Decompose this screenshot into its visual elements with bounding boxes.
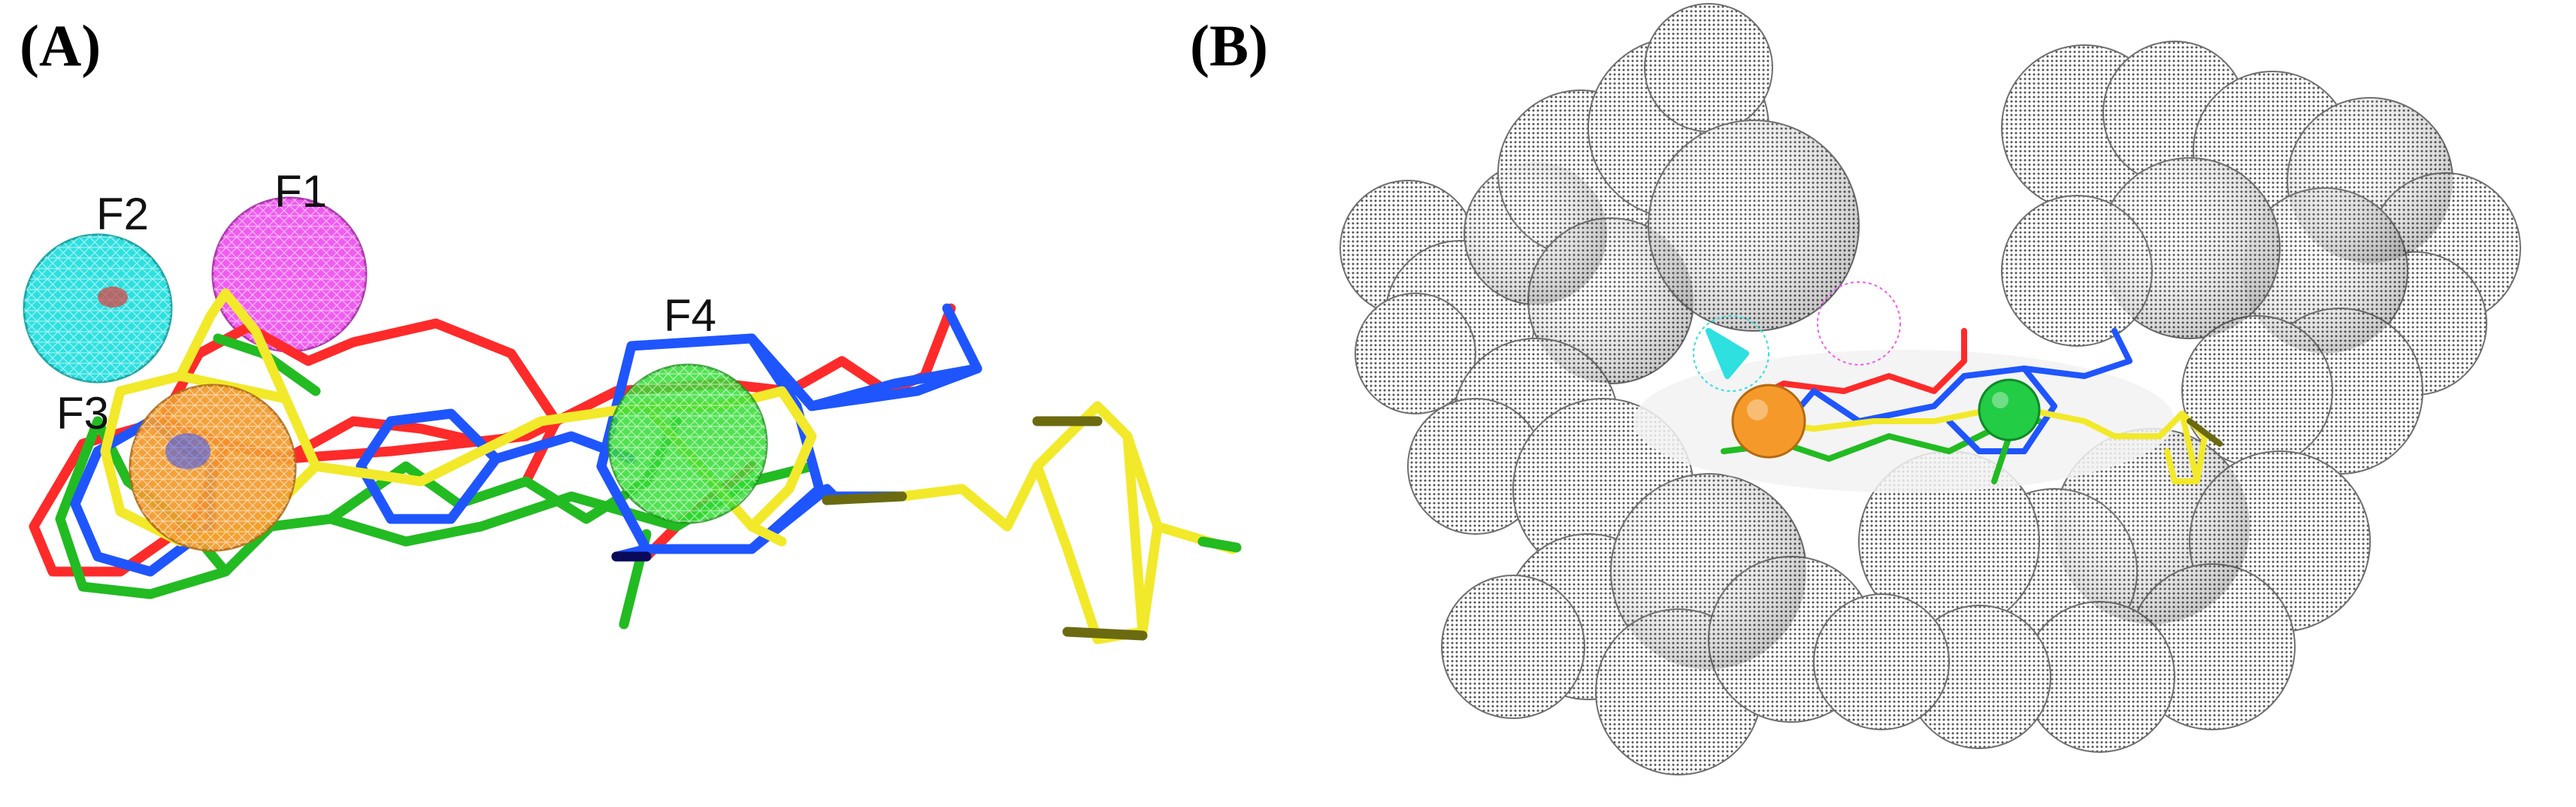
pharmacophore-alignment-figure: F2 F1 F3 F4 <box>23 166 1242 645</box>
feature-sphere-f2 <box>23 233 173 384</box>
docked-ligands <box>1706 328 2223 484</box>
feature-label-f3: F3 <box>56 388 109 438</box>
receptor-surface-figure <box>1339 3 2521 775</box>
feature-sphere-f3 <box>129 384 297 552</box>
feature-label-f2: F2 <box>96 189 149 239</box>
feature-sphere-f4 <box>607 363 768 524</box>
panel-b-label: (B) <box>1190 13 1268 78</box>
feature-sphere-f1 <box>211 196 368 353</box>
panel-a: (A) <box>20 13 1242 645</box>
panel-a-label: (A) <box>20 13 101 78</box>
receptor-surface-shading <box>1464 98 2453 669</box>
ligand-olive-accents <box>822 416 1148 641</box>
feature-label-f4: F4 <box>664 290 716 341</box>
ligand-green-tail <box>1197 536 1242 553</box>
panel-b: (B) <box>1190 0 2576 807</box>
pocket-feature-spheres <box>1693 281 2041 459</box>
feature-label-f1: F1 <box>274 166 327 217</box>
